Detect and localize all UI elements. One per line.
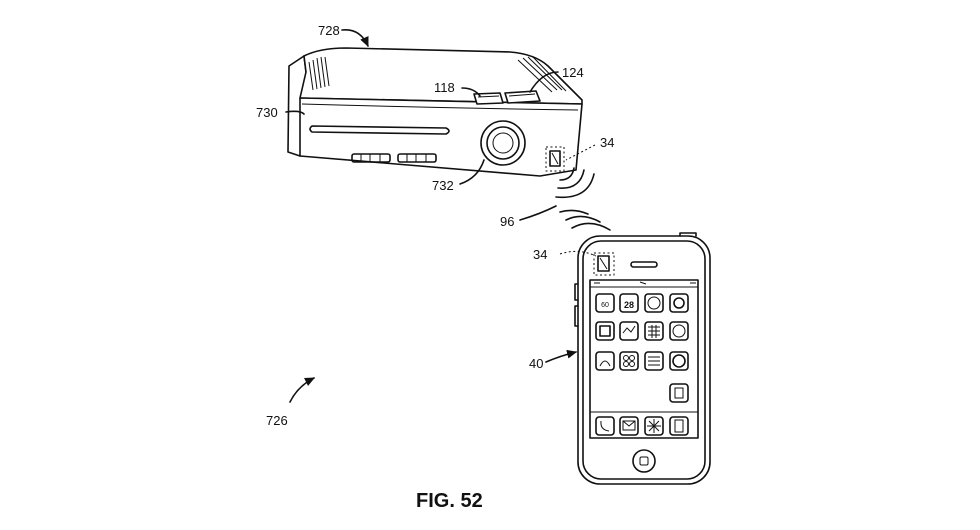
home-button (632, 449, 656, 473)
front-buttons (351, 153, 437, 163)
disc-slot (309, 125, 450, 135)
nfc-tag-phone (593, 252, 615, 276)
icon-label-1: 60 (601, 302, 609, 309)
dock-icons (595, 416, 689, 436)
top-button-124 (504, 90, 541, 104)
label-732: 732 (432, 178, 454, 193)
label-34-console: 34 (600, 135, 614, 150)
label-124: 124 (562, 65, 584, 80)
label-728: 728 (318, 23, 340, 38)
signal-arcs (555, 167, 611, 231)
power-ring (480, 120, 526, 166)
label-40: 40 (529, 356, 543, 371)
label-96: 96 (500, 214, 514, 229)
label-118: 118 (434, 80, 455, 95)
label-730: 730 (256, 105, 278, 120)
reference-numerals: 728 118 124 730 34 732 96 34 40 726 (256, 23, 614, 428)
leader-lines (285, 29, 597, 403)
nfc-tag-console (545, 146, 565, 172)
smartphone: 60 28 (574, 232, 711, 485)
vent-right (517, 56, 567, 93)
figure-caption: FIG. 52 (416, 490, 483, 512)
top-button-118 (473, 92, 504, 105)
vent-left (308, 56, 330, 91)
game-console (287, 47, 583, 177)
label-726: 726 (266, 413, 288, 428)
label-34-phone: 34 (533, 247, 547, 262)
icon-label-2: 28 (624, 300, 634, 310)
icon-grid: 60 28 (595, 293, 689, 403)
